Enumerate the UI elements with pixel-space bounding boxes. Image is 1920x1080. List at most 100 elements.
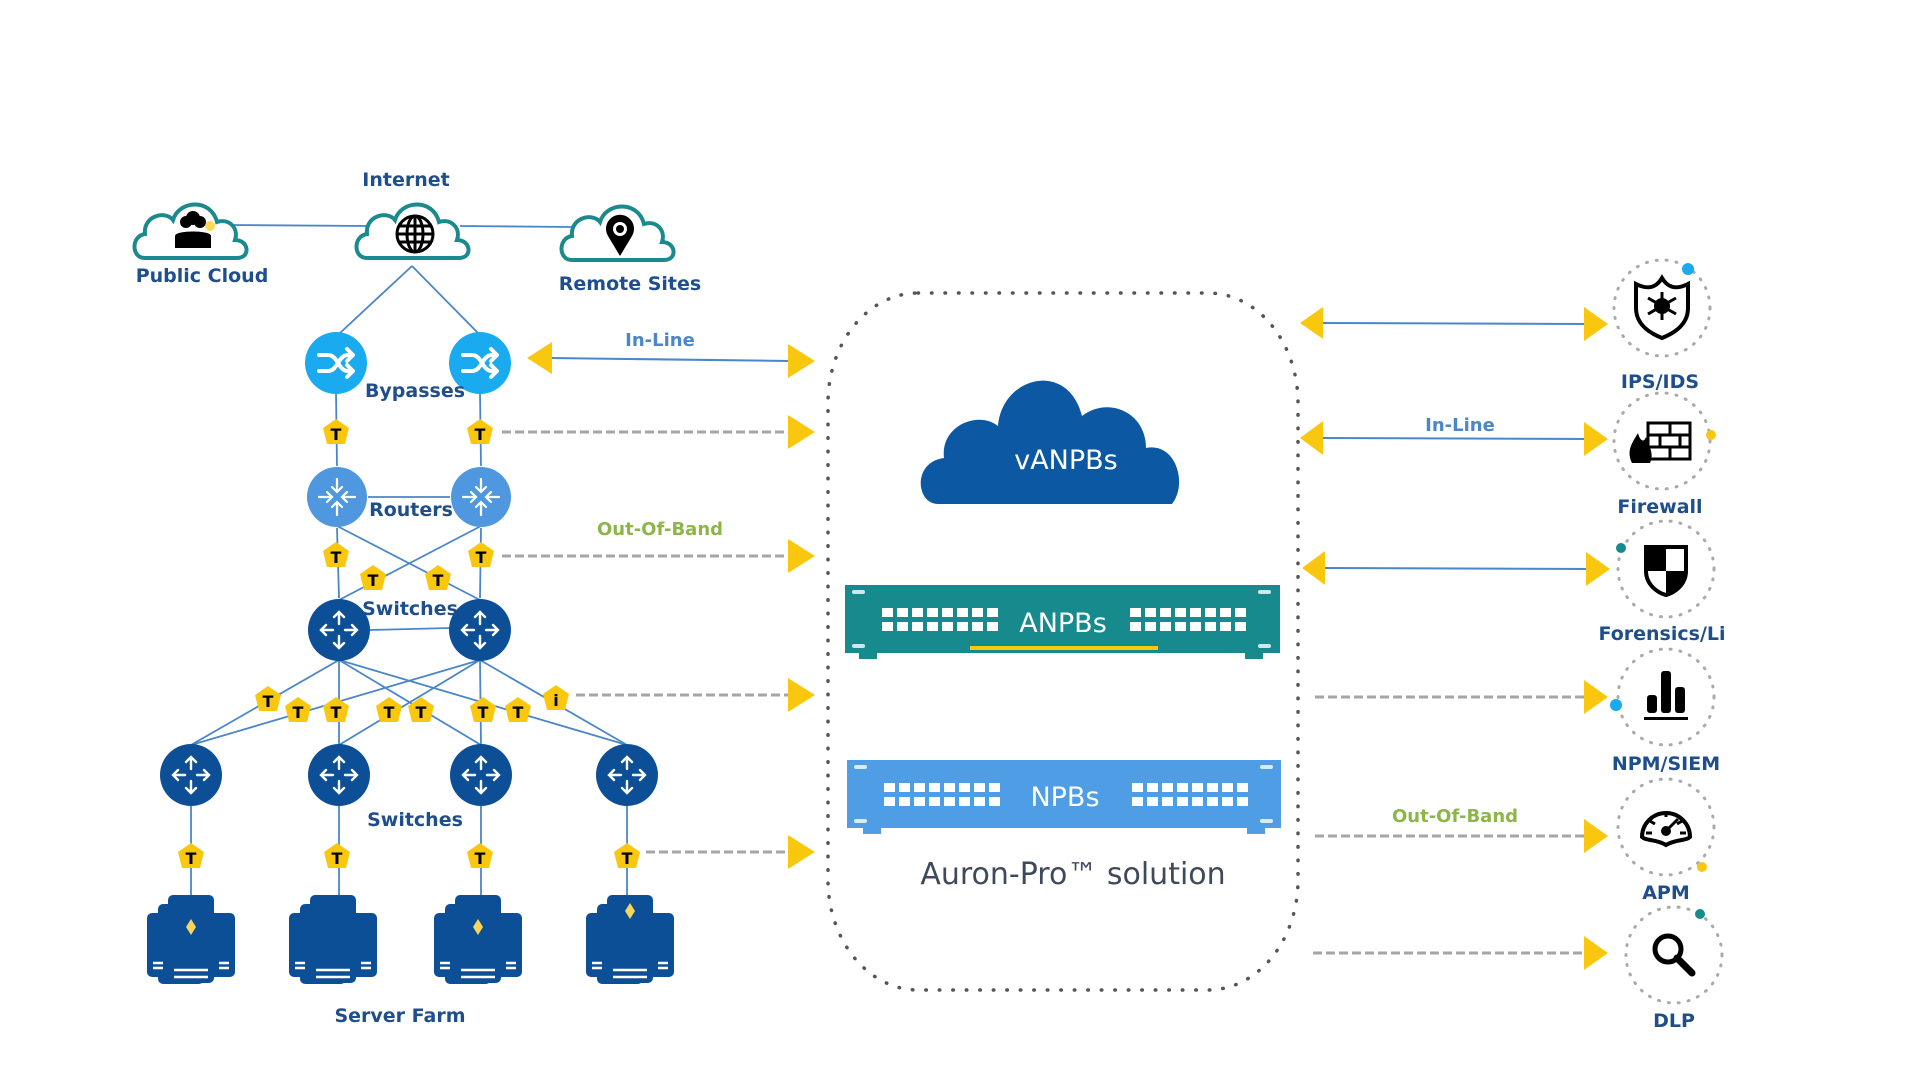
npb-label: NPBs [1030,782,1099,813]
tap-label: T [331,703,342,722]
remote-sites-label: Remote Sites [559,273,701,295]
inline-link-forensics [1321,567,1593,570]
tap[interactable]: T [470,697,496,722]
arrow-right-icon [1584,819,1608,853]
magnifier-icon [1652,933,1696,977]
status-dot [1695,909,1705,919]
arrow-right-icon [788,835,815,869]
core-switch-left[interactable] [308,599,370,661]
security-shield-icon [1644,545,1688,598]
network-taps: T T T T T T T T T T T T T i T T T T [178,419,640,868]
tap[interactable]: T [505,697,531,722]
tap[interactable]: T [285,697,311,722]
oob-label-right: Out-Of-Band [1392,806,1518,827]
tool-ips-ids[interactable] [1612,258,1712,358]
public-cloud[interactable] [132,202,249,260]
tap[interactable]: T [468,542,494,567]
tap-label: T [416,703,427,722]
link-switch-switch [369,627,451,631]
link-public-internet [229,224,371,227]
arrow-right-icon [788,415,815,449]
arrow-right-icon [1584,936,1608,970]
internet-cloud[interactable] [354,202,471,260]
npm-siem-label: NPM/SIEM [1612,753,1720,775]
tap[interactable]: T [323,542,349,567]
bypass-right[interactable] [449,332,511,394]
tap[interactable]: T [323,419,349,444]
vanpb-label: vANPBs [1014,445,1118,476]
tap[interactable]: T [255,686,281,711]
tool-forensics[interactable] [1616,519,1716,619]
tool-apm[interactable] [1616,777,1716,877]
oob-label-left: Out-Of-Band [597,519,723,540]
arrow-right-icon [1584,307,1608,341]
arrow-right-icon [1584,422,1608,456]
inline-link-left [549,357,791,362]
core-switch-right[interactable] [449,599,511,661]
vanpb-cloud[interactable]: vANPBs [920,380,1180,504]
link-internet-remote [459,225,576,228]
server-1[interactable] [145,893,237,986]
status-dot [1697,862,1707,872]
anpb-device[interactable]: ANPBs [845,585,1280,659]
tap[interactable]: T [376,697,402,722]
status-dot [1682,263,1694,275]
inline-label-left: In-Line [625,330,695,351]
tap[interactable]: T [178,843,204,868]
bar-chart-icon [1644,671,1688,720]
npb-device[interactable]: NPBs [847,760,1281,834]
status-dot [1610,699,1622,711]
tool-dlp[interactable] [1624,905,1724,1005]
link-internet-bypass-left [339,265,413,334]
tap[interactable]: T [467,419,493,444]
access-switch-1[interactable] [160,744,222,806]
arrow-left-icon [1302,551,1325,585]
firewall-label: Firewall [1617,496,1702,518]
tap[interactable]: T [360,565,386,590]
tap-label: T [263,692,274,711]
solution-title: Auron-Pro™ solution [920,857,1225,892]
tap-label: T [186,849,197,868]
apm-label: APM [1642,882,1690,904]
dlp-label: DLP [1653,1010,1695,1032]
router-left[interactable] [307,467,367,527]
solution-boundary [826,291,1300,992]
tap-info[interactable]: i [543,685,569,710]
users-icon [175,211,215,248]
map-pin-icon [606,214,634,256]
tap[interactable]: T [324,843,350,868]
tap-point-icon [473,919,483,935]
tap[interactable]: T [323,697,349,722]
ips-ids-label: IPS/IDS [1621,371,1699,393]
routers-label: Routers [369,499,453,521]
forensics-label: Forensics/Li [1599,623,1726,645]
tap-point-icon [186,919,196,935]
bypass-left[interactable] [305,332,367,394]
tool-npm-siem[interactable] [1610,647,1716,747]
tap[interactable]: T [408,697,434,722]
remote-sites-cloud[interactable] [559,204,676,262]
server-2[interactable] [287,893,379,986]
tap[interactable]: T [467,843,493,868]
access-switch-3[interactable] [450,744,512,806]
tap-label: T [293,703,304,722]
tap-label: T [433,571,444,590]
access-switch-4[interactable] [596,744,658,806]
link-router-cross-2 [338,525,482,601]
server-3[interactable] [432,893,524,986]
right-tool-links: In-Line Out-Of-Band [1300,307,1610,970]
server-4[interactable] [584,893,676,986]
tap[interactable]: T [614,843,640,868]
inline-label-right: In-Line [1425,415,1495,436]
arrow-right-icon [1584,680,1608,714]
inline-link-ips [1319,322,1591,325]
arrow-left-icon [1300,421,1323,455]
tap-label: T [478,703,489,722]
router-right[interactable] [451,467,511,527]
arrow-left-icon [1300,307,1323,339]
access-switch-2[interactable] [308,744,370,806]
tool-firewall[interactable] [1612,391,1716,491]
anpb-highlight-bar [970,646,1158,650]
tap[interactable]: T [425,565,451,590]
tap-label: T [513,703,524,722]
